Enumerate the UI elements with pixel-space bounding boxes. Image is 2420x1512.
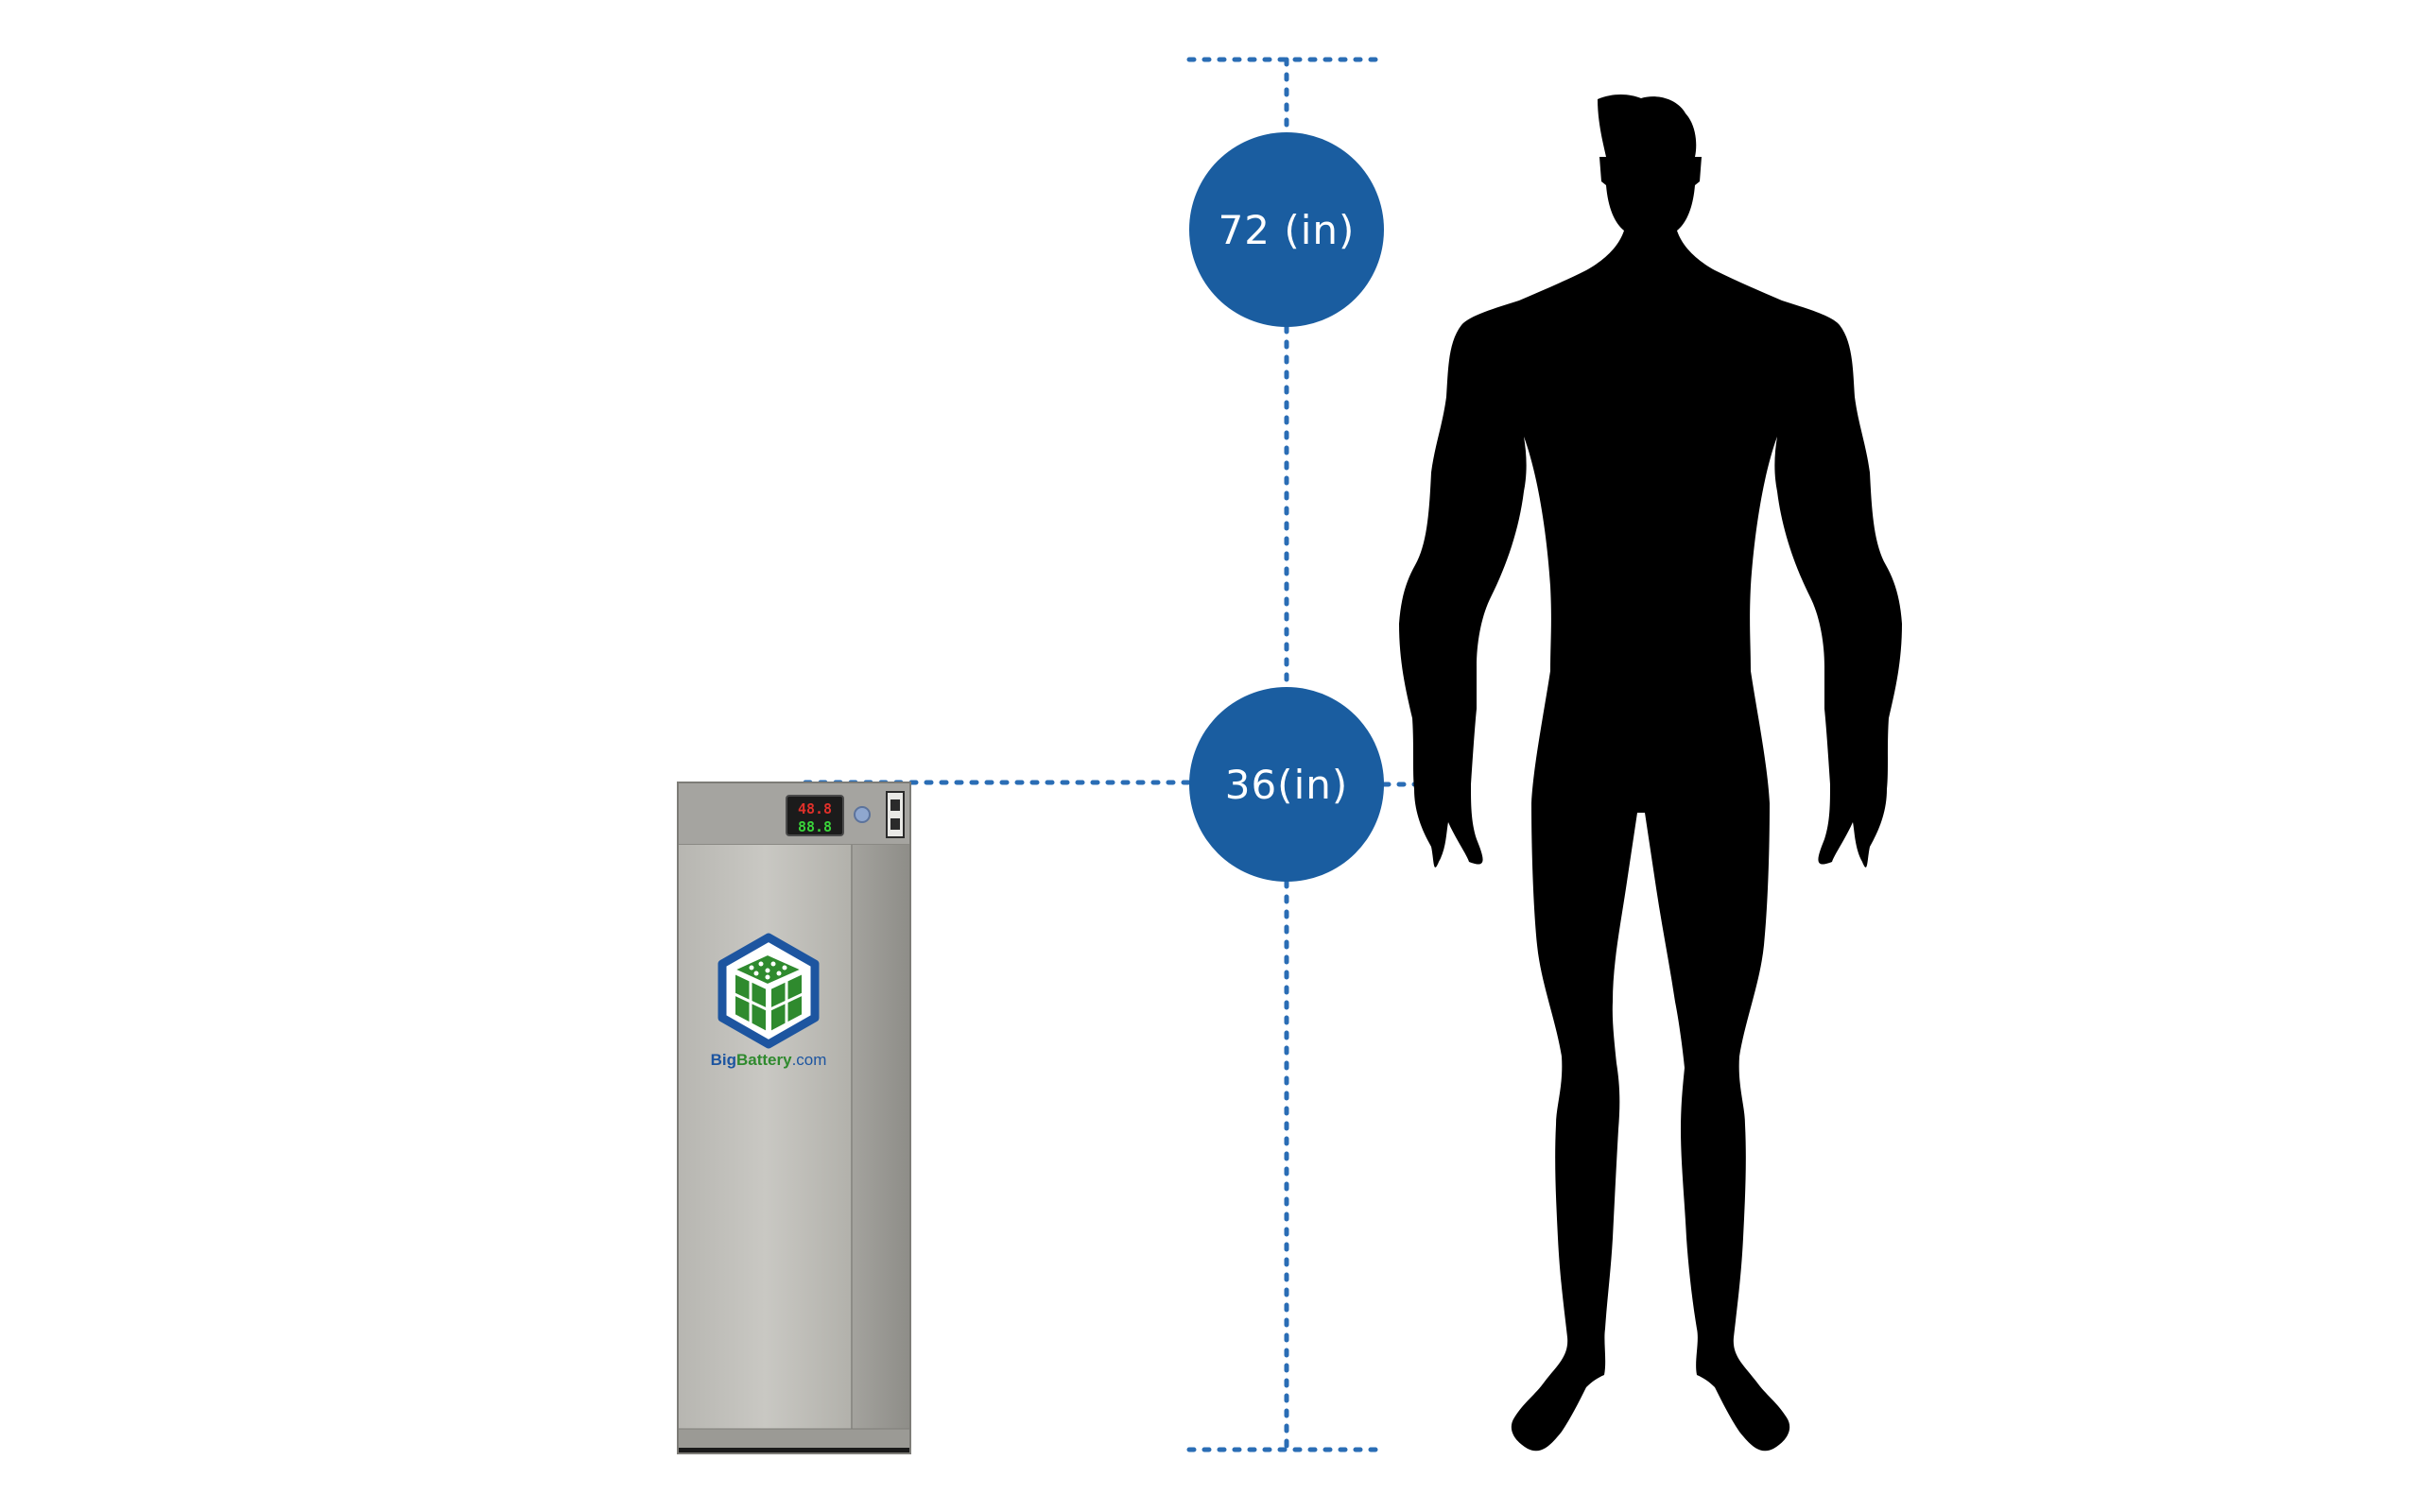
cabinet-side-panel [852,845,910,1431]
height-36-inch-callout: 36(in) [1189,687,1384,882]
power-button[interactable] [854,806,871,823]
cabinet-base-foot [678,1448,910,1453]
battery-cabinet: 48.8 88.8 [677,782,911,1454]
hexagon-cube-logo-icon [717,933,820,1049]
cabinet-front-panel [679,845,852,1431]
height-72-inch-label: 72 (in) [1218,206,1356,253]
display-bottom-readout: 88.8 [798,818,832,835]
brand-wordmark: BigBattery.com [698,1051,839,1070]
height-36-inch-label: 36(in) [1224,761,1349,808]
cabinet-base-strip [677,1428,911,1451]
brand-battery-text: Battery [735,1051,792,1069]
brand-domain-text: .com [791,1051,827,1069]
battery-display [786,795,844,836]
person-silhouette-icon [1399,94,1902,1452]
display-top-readout: 48.8 [798,800,832,817]
brand-big-text: Big [710,1051,736,1069]
terminal-switch[interactable] [886,791,905,838]
height-72-inch-callout: 72 (in) [1189,132,1384,327]
